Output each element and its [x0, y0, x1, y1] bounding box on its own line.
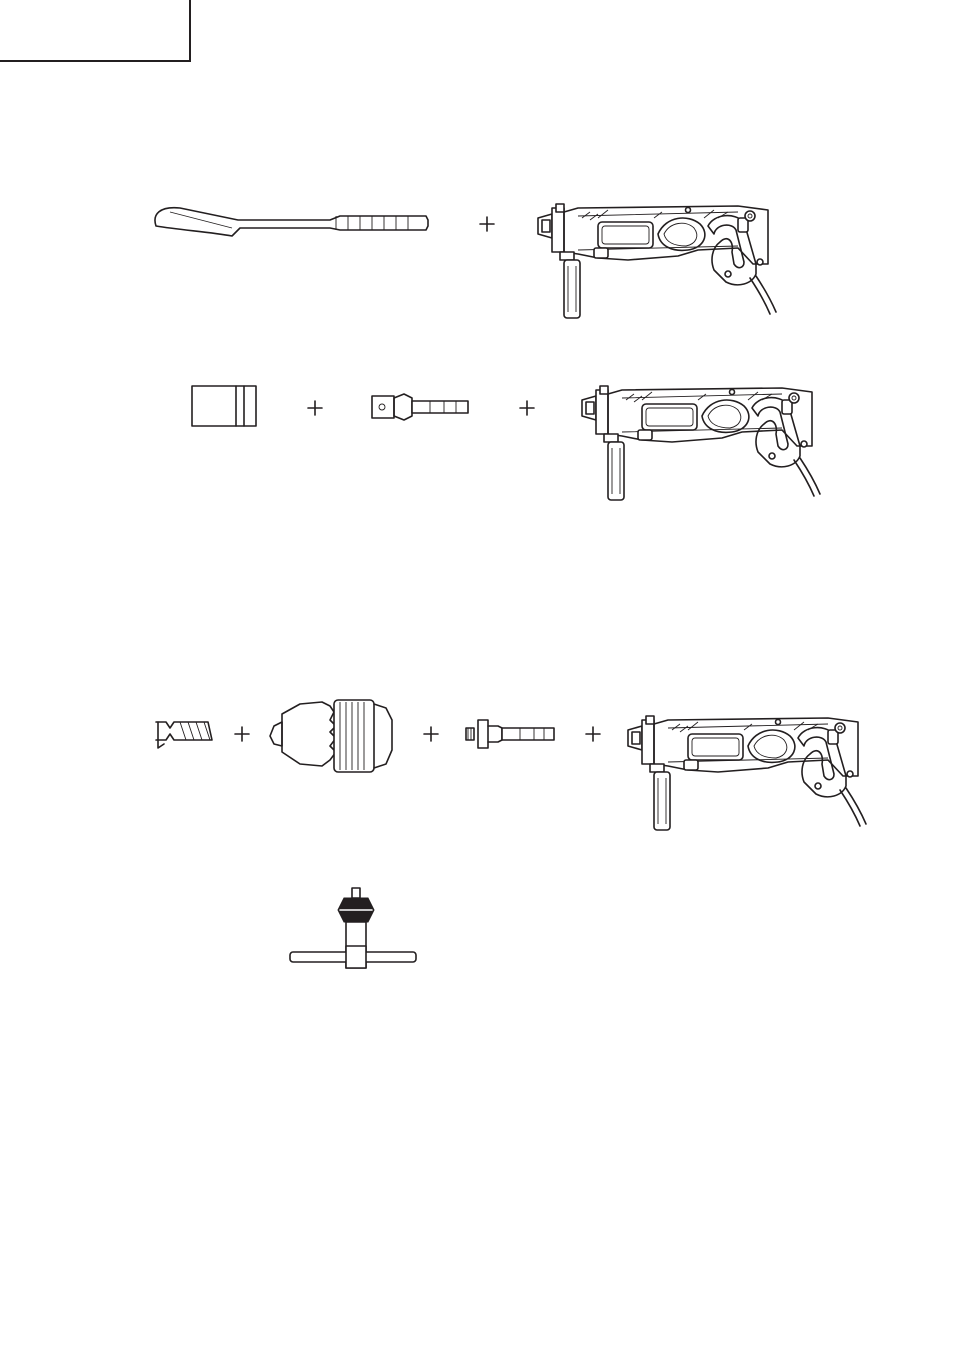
rotary-hammer-icon [582, 386, 820, 500]
plus-icon [586, 727, 600, 741]
rotary-hammer-icon [628, 716, 866, 830]
plus-icon [480, 217, 494, 231]
chuck-key-icon [290, 888, 416, 968]
socket-icon [192, 386, 256, 426]
drill-bit-icon [156, 722, 212, 748]
rotary-hammer-icon [538, 204, 776, 318]
plus-icon [520, 401, 534, 415]
plus-icon [308, 401, 322, 415]
plus-icon [235, 727, 249, 741]
drill-chuck-icon [270, 700, 392, 772]
chuck-adapter-icon [466, 720, 554, 748]
plus-icon [424, 727, 438, 741]
chisel-icon [155, 208, 428, 236]
socket-adapter-icon [372, 394, 468, 420]
